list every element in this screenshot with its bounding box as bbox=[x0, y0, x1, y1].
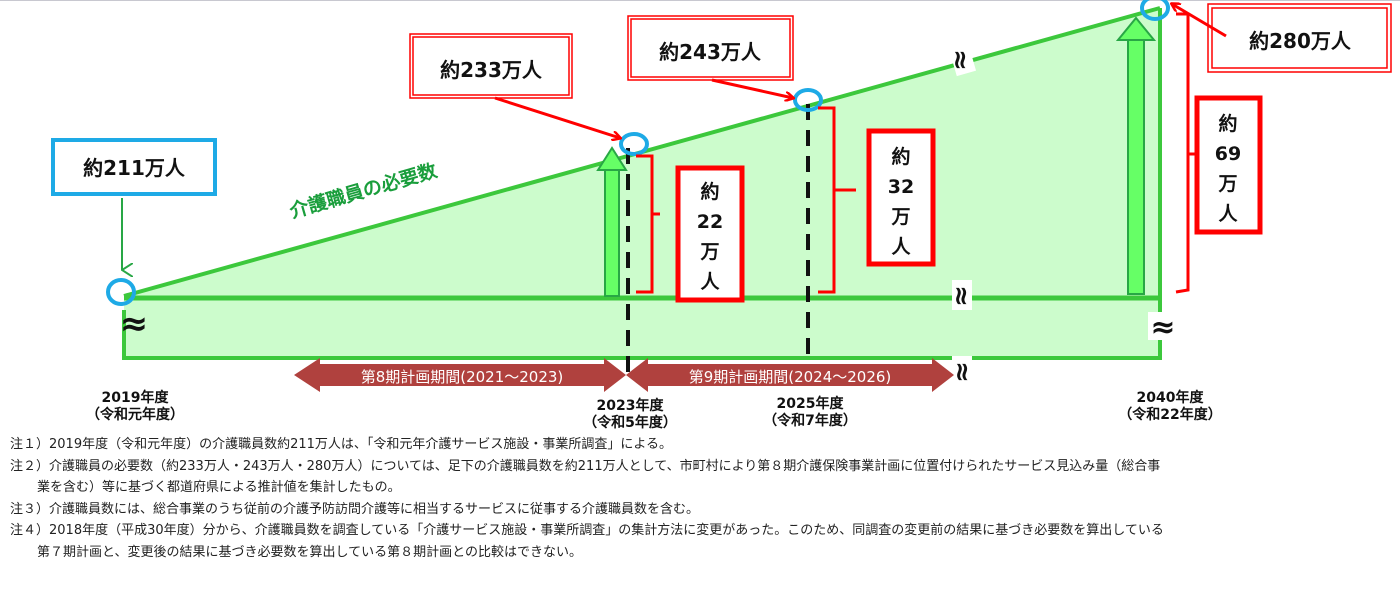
callout-2023-text: 約233万人 bbox=[440, 58, 543, 82]
note-2-continuation: 業を含む）等に基づく都道府県による推計値を集計したもの。 bbox=[37, 480, 401, 495]
year-label-2023: 2023年度 （令和5年度） bbox=[565, 398, 695, 432]
bracket-2023 bbox=[636, 154, 660, 294]
gap-2040-line3: 万 bbox=[1217, 173, 1237, 195]
gap-box-2040: 約 69 万 人 bbox=[1194, 95, 1263, 235]
year-label-2025: 2025年度 （令和7年度） bbox=[745, 396, 875, 430]
gap-2040-line2: 69 bbox=[1215, 143, 1241, 165]
note-4-continuation: 第７期計画と、変更後の結果に基づき必要数を算出している第８期計画との比較はできな… bbox=[37, 544, 582, 560]
note-4: 注４）2018年度（平成30年度）分から、介護職員数を調査している「介護サービス… bbox=[10, 520, 1395, 563]
year-2023: 2023年度 bbox=[596, 398, 664, 414]
gap-2040-line4: 人 bbox=[1218, 203, 1238, 225]
up-arrow-2023 bbox=[596, 146, 628, 297]
note-1-text: 注１）2019年度（令和元年度）の介護職員数約211万人は、「令和元年介護サービ… bbox=[10, 437, 673, 452]
period9-arrow: 第9期計画期間(2024～2026) bbox=[626, 358, 954, 392]
note-3-text: 注３）介護職員数には、総合事業のうち従前の介護予防訪問介護等に相当するサービスに… bbox=[10, 501, 700, 517]
callout-2019-text: 約211万人 bbox=[83, 156, 186, 180]
period8-label: 第8期計画期間(2021～2023) bbox=[361, 368, 564, 386]
axis-break-icons: ≈ ≈ ≈ ≈ ≈ bbox=[120, 39, 1178, 386]
callout-2025: 約243万人 bbox=[627, 15, 793, 98]
era-2023: （令和5年度） bbox=[583, 415, 677, 431]
gap-2040-line1: 約 bbox=[1218, 112, 1237, 135]
period9-label: 第9期計画期間(2024～2026) bbox=[689, 368, 892, 386]
break-icon-top: ≈ bbox=[945, 49, 975, 71]
gap-2023-line3: 万 bbox=[699, 241, 719, 263]
year-2040: 2040年度 bbox=[1136, 390, 1204, 406]
bracket-2040 bbox=[1175, 12, 1200, 294]
bracket-2025 bbox=[818, 106, 856, 294]
gap-2025-line1: 約 bbox=[891, 145, 910, 168]
gap-2025-line2: 32 bbox=[888, 176, 914, 198]
period8-arrow: 第8期計画期間(2021～2023) bbox=[294, 358, 626, 392]
era-2019: （令和元年度） bbox=[86, 407, 184, 423]
note-3: 注３）介護職員数には、総合事業のうち従前の介護予防訪問介護等に相当するサービスに… bbox=[10, 499, 1395, 521]
gap-2023-line2: 22 bbox=[697, 211, 723, 233]
break-icon-bottom: ≈ bbox=[947, 361, 977, 383]
era-2025: （令和7年度） bbox=[763, 413, 857, 429]
callout-2019: 約211万人 bbox=[51, 138, 217, 270]
note-2-text: 注２）介護職員の必要数（約233万人・243万人・280万人）については、足下の… bbox=[10, 458, 1161, 474]
top-border bbox=[0, 0, 1400, 1]
era-2040: （令和22年度） bbox=[1118, 407, 1222, 423]
footnotes: 注１）2019年度（令和元年度）の介護職員数約211万人は、「令和元年介護サービ… bbox=[10, 434, 1395, 563]
gap-2025-line3: 万 bbox=[890, 206, 910, 228]
callout-2023: 約233万人 bbox=[409, 33, 620, 138]
year-2025: 2025年度 bbox=[776, 396, 844, 412]
callout-2040-text: 約280万人 bbox=[1249, 29, 1352, 53]
gap-box-2023: 約 22 万 人 bbox=[675, 165, 745, 303]
gap-2023-line1: 約 bbox=[700, 180, 719, 203]
note-4-text: 注４）2018年度（平成30年度）分から、介護職員数を調査している「介護サービス… bbox=[10, 523, 1164, 538]
point-marker-2040 bbox=[1140, 0, 1170, 21]
break-icon-left: ≈ bbox=[120, 304, 149, 344]
note-1: 注１）2019年度（令和元年度）の介護職員数約211万人は、「令和元年介護サービ… bbox=[10, 434, 1395, 456]
point-marker-2023 bbox=[619, 132, 649, 156]
year-label-2040: 2040年度 （令和22年度） bbox=[1100, 390, 1240, 424]
point-marker-2019 bbox=[106, 278, 136, 306]
gap-box-2025: 約 32 万 人 bbox=[866, 128, 936, 267]
up-arrow-2040 bbox=[1115, 16, 1157, 295]
callout-2025-text: 約243万人 bbox=[659, 40, 762, 64]
gap-2023-line4: 人 bbox=[700, 271, 720, 293]
gap-2025-line4: 人 bbox=[891, 236, 911, 258]
break-icon-right: ≈ bbox=[1150, 310, 1175, 345]
year-2019: 2019年度 bbox=[101, 390, 169, 406]
note-2: 注２）介護職員の必要数（約233万人・243万人・280万人）については、足下の… bbox=[10, 456, 1395, 499]
year-label-2019: 2019年度 （令和元年度） bbox=[70, 390, 200, 424]
break-icon-middle: ≈ bbox=[946, 285, 976, 307]
workforce-demand-diagram: 介護職員の必要数 約211万人 約233万人 約243万人 約280万 bbox=[51, 0, 1392, 392]
callout-2040: 約280万人 bbox=[1172, 4, 1392, 73]
